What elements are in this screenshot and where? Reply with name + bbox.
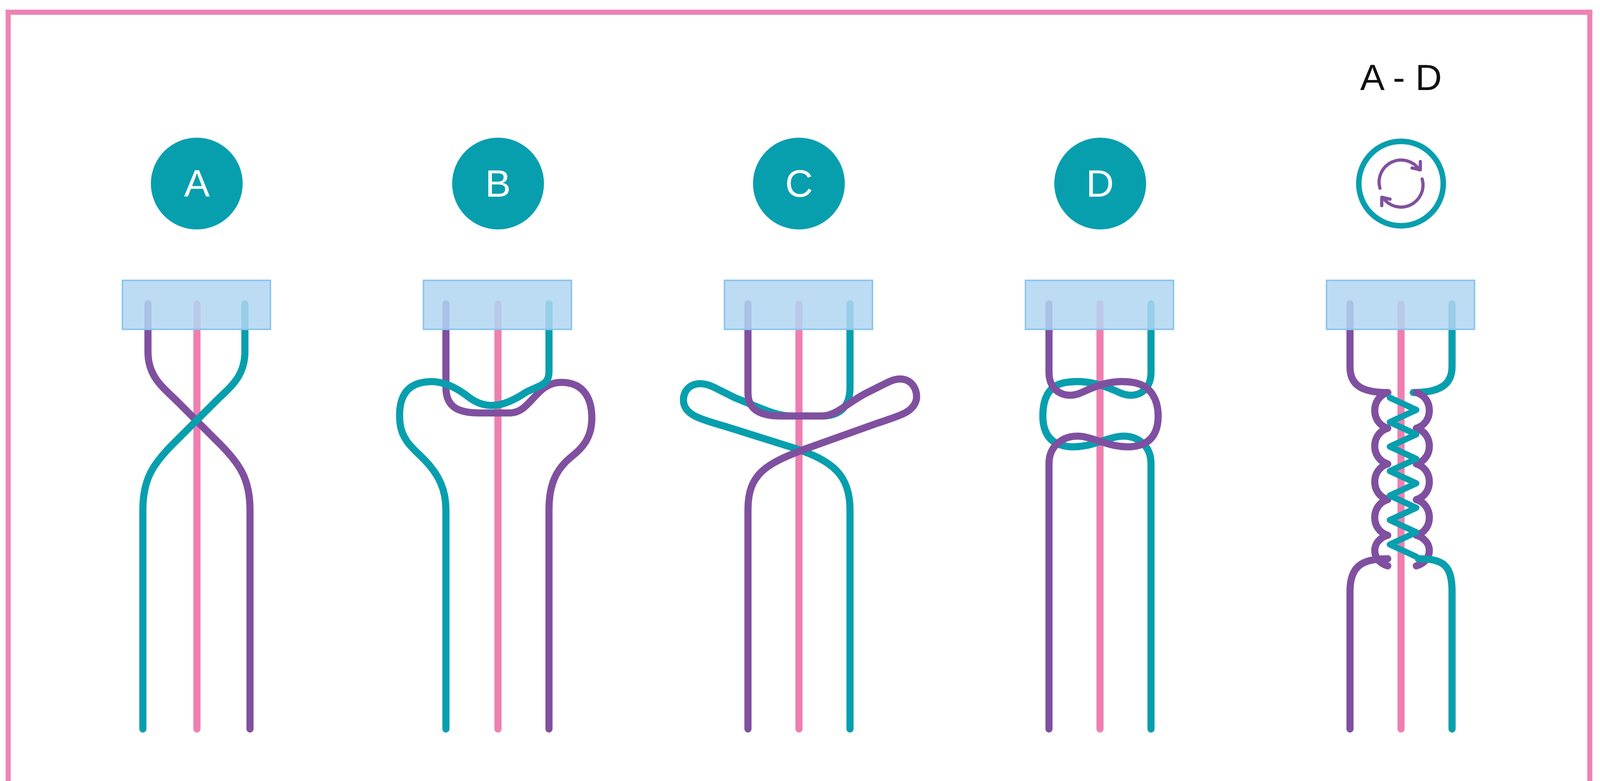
strand [1349,558,1388,730]
strand [795,303,803,730]
strand [399,303,550,730]
strand [1418,558,1453,730]
cycle-symbol [1355,137,1447,230]
step-circle: D [1054,137,1147,230]
cycle-arrow [1381,197,1391,206]
strand [1049,303,1159,730]
step-letter: C [784,164,813,203]
step-circle: A [150,137,243,230]
step-letter: A [184,164,210,203]
strand [1374,392,1388,567]
tape-strip [724,280,873,330]
cycle-arrow [1382,179,1423,208]
frame-border [8,12,1590,781]
cycle-ring [1358,141,1444,226]
strand [1416,392,1430,567]
strand [683,303,851,730]
strand [193,303,201,730]
cycle-arrow [1411,161,1421,171]
step-letter: D [1086,164,1115,203]
strand [1389,397,1417,558]
tape-strip [1025,280,1174,330]
strand [747,303,917,730]
tape-strip [122,280,1475,330]
strand [142,303,245,730]
tape-strip [1326,280,1475,330]
tape-strip [423,280,572,330]
strand [446,303,593,730]
tape-strip [122,280,271,330]
strand [1042,303,1151,730]
cycle-arrow [1379,160,1420,189]
strand [494,303,502,730]
step-circle: B [452,137,544,230]
strand [1096,303,1104,730]
step-letter: B [484,164,511,203]
strand [147,303,250,730]
repeat-label: A - D [1311,59,1491,96]
repeat-circle: A - D [1355,137,1447,230]
strand [142,303,1453,730]
step-circle: C [752,137,845,230]
